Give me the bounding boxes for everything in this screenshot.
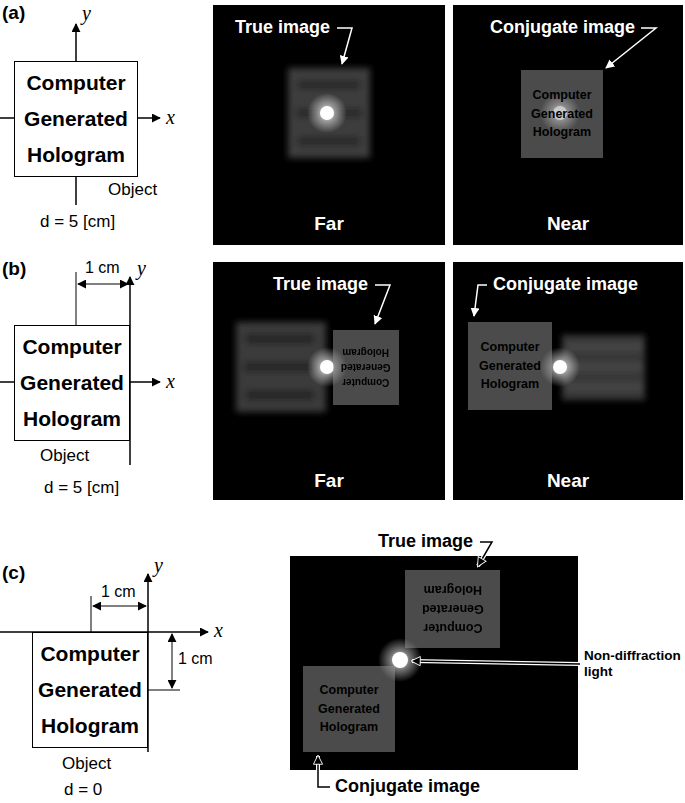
- photo-panel: [453, 262, 683, 500]
- leader-line: [412, 661, 580, 664]
- dimension-line: [172, 634, 173, 688]
- leader-line: [375, 285, 390, 324]
- photo-panel: True imageFar Computer Generated Hologram: [213, 262, 445, 500]
- image-label: Non-diffraction light: [584, 648, 682, 680]
- hologram-image: Computer Generated Hologram: [521, 70, 603, 158]
- object-text: Computer Generated Hologram: [24, 65, 128, 173]
- figure-label: d = 0: [64, 780, 102, 800]
- blurred-image: [288, 68, 370, 158]
- axis-label: y: [137, 257, 146, 280]
- photo-panel: [453, 5, 683, 245]
- leader-line: [478, 542, 492, 566]
- light-spot: [307, 93, 347, 133]
- object-text: Computer Generated Hologram: [38, 636, 142, 744]
- image-text: Computer Generated Hologram: [422, 581, 484, 637]
- figure-label: Object: [108, 180, 157, 200]
- image-label: Conjugate image: [490, 17, 635, 39]
- object-box: Computer Generated Hologram: [14, 61, 138, 177]
- image-label: True image: [378, 531, 473, 553]
- object-text: Computer Generated Hologram: [20, 329, 124, 437]
- panel-letter: (a): [2, 2, 25, 24]
- axis-label: x: [166, 106, 175, 129]
- leader-line: [474, 285, 487, 316]
- photo-panel: [213, 262, 445, 500]
- image-label: True image: [235, 17, 330, 39]
- image-label: Conjugate image: [335, 776, 480, 798]
- image-label: True image: [273, 274, 368, 296]
- axis-label: x: [214, 619, 223, 642]
- image-text: Computer Generated Hologram: [318, 681, 380, 737]
- figure-label: d = 5 [cm]: [40, 212, 115, 232]
- photo-panel: True imageFar: [213, 5, 445, 245]
- image-label: Far: [213, 470, 445, 493]
- image-text: Computer Generated Hologram: [341, 345, 390, 390]
- axis-label: y: [82, 2, 91, 25]
- figure-label: 1 cm: [101, 583, 136, 601]
- figure-label: d = 5 [cm]: [44, 478, 119, 498]
- photo-panel: Conjugate imageNear Computer Generated Ho…: [453, 262, 683, 500]
- dimension-tick: [148, 690, 180, 691]
- photo-panel: Conjugate imageNear Computer Generated Ho…: [453, 5, 683, 245]
- photo-panel: [213, 5, 445, 245]
- axis-label: y: [154, 554, 163, 577]
- figure-label: Object: [40, 446, 89, 466]
- image-label: Near: [453, 213, 683, 236]
- image-label: Conjugate image: [493, 274, 638, 296]
- figure-label: 1 cm: [178, 650, 213, 668]
- object-box: Computer Generated Hologram: [14, 325, 130, 441]
- dimension-tick: [76, 272, 77, 325]
- panel-letter: (c): [2, 562, 25, 584]
- object-box: Computer Generated Hologram: [32, 632, 148, 748]
- hologram-image: Computer Generated Hologram: [405, 570, 500, 648]
- leader-line: [337, 28, 352, 64]
- photo-panel: True imageNon-diffraction lightConjugate…: [290, 556, 578, 770]
- dimension-line: [93, 606, 146, 607]
- hologram-image: Computer Generated Hologram: [333, 330, 399, 405]
- image-text: Computer Generated Hologram: [479, 338, 541, 394]
- figure-label: 1 cm: [85, 259, 120, 277]
- figure-label: Object: [62, 754, 111, 774]
- image-label: Near: [453, 470, 683, 493]
- image-label: Far: [213, 213, 445, 236]
- hologram-image: Computer Generated Hologram: [468, 322, 552, 410]
- image-text: Computer Generated Hologram: [531, 86, 593, 142]
- panel-letter: (b): [2, 258, 26, 280]
- dimension-line: [78, 284, 128, 285]
- dimension-tick: [91, 596, 92, 632]
- hologram-image: Computer Generated Hologram: [303, 666, 395, 752]
- leader-line: [318, 756, 330, 787]
- axis-label: x: [166, 370, 175, 393]
